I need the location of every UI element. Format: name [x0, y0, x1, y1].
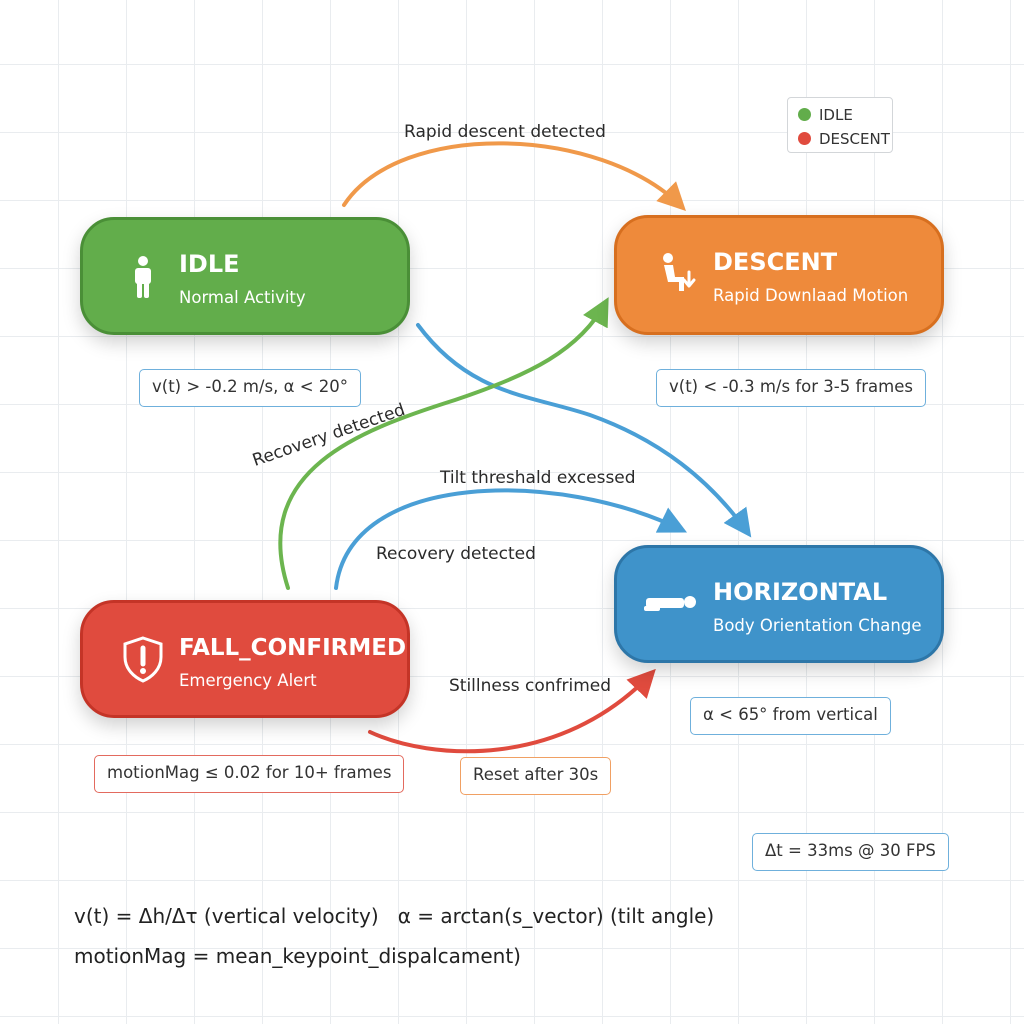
timing-note: Δt = 33ms @ 30 FPS	[752, 833, 949, 871]
edge-label-stillness-confirmed: Stillness confrimed	[449, 676, 612, 696]
node-title: DESCENT	[713, 248, 838, 276]
sitting-person-down-arrow-icon	[663, 253, 696, 291]
fall-confirmed-condition: motionMag ≤ 0.02 for 10+ frames	[94, 755, 405, 793]
legend-dot	[798, 108, 811, 121]
node-fall-confirmed: FALL_CONFIRMED Emergency Alert	[80, 600, 410, 718]
warning-shield-icon	[123, 636, 163, 683]
edge-idle-to-descent	[342, 141, 686, 211]
edge-fall-to-descent-recovery	[278, 297, 609, 590]
edge-label-recovery-to-horizontal: Recovery detected	[376, 544, 536, 564]
node-descent: DESCENT Rapid Downlaad Motion	[614, 215, 944, 335]
legend-item: IDLE	[798, 103, 892, 127]
node-title: FALL_CONFIRMED	[179, 635, 407, 661]
standing-person-icon	[135, 256, 151, 298]
lying-person-icon	[644, 596, 696, 611]
edge-fall-to-horizontal-tilt	[334, 488, 688, 590]
descent-condition: v(t) < -0.3 m/s for 3-5 frames	[656, 369, 926, 407]
reset-condition: Reset after 30s	[460, 757, 612, 795]
horizontal-condition: α < 65° from vertical	[690, 697, 891, 735]
legend: IDLE DESCENT	[787, 97, 893, 153]
idle-condition: v(t) > -0.2 m/s, α < 20°	[139, 369, 362, 407]
node-title: HORIZONTAL	[713, 578, 888, 606]
node-horizontal: HORIZONTAL Body Orientation Change	[614, 545, 944, 663]
formula-velocity-tilt: v(t) = Δh/Δτ (vertical velocity) α = arc…	[74, 904, 715, 928]
edge-idle-to-horizontal	[416, 323, 752, 538]
edge-fall-to-horizontal-stillness	[368, 668, 656, 754]
legend-label: DESCENT	[819, 130, 890, 148]
node-idle: IDLE Normal Activity	[80, 217, 410, 335]
legend-item: DESCENT	[798, 127, 892, 151]
node-title: IDLE	[179, 250, 240, 278]
edge-label-rapid-descent: Rapid descent detected	[404, 122, 606, 142]
node-subtitle: Body Orientation Change	[713, 616, 922, 635]
node-subtitle: Rapid Downlaad Motion	[713, 286, 909, 305]
node-subtitle: Normal Activity	[179, 288, 306, 307]
node-subtitle: Emergency Alert	[179, 671, 317, 690]
formula-motion-magnitude: motionMag = mean_keypoint_dispalcament)	[74, 944, 521, 968]
legend-label: IDLE	[819, 106, 853, 124]
edge-label-tilt-threshold: Tilt threshald excessed	[440, 468, 636, 488]
legend-dot	[798, 132, 811, 145]
